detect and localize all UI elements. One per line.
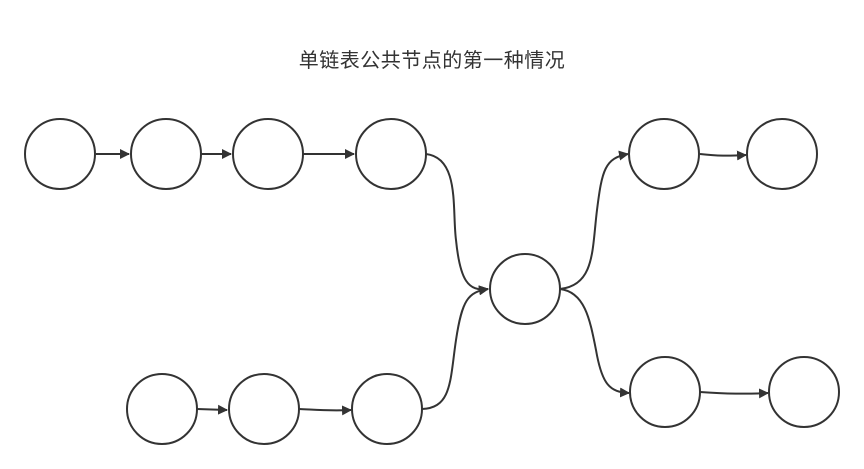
node-list2-node3 xyxy=(351,373,423,445)
node-list1-node1 xyxy=(24,118,96,190)
edge-upper-branch-node1-to-upper-branch-node2 xyxy=(699,150,747,161)
edge-common-node-to-upper-branch-node1 xyxy=(559,150,629,290)
node-lower-branch-node2 xyxy=(768,356,840,428)
diagram-title: 单链表公共节点的第一种情况 xyxy=(298,48,566,72)
edge-list2-node3-to-common-node xyxy=(421,285,489,410)
node-list1-node4 xyxy=(355,118,427,190)
edges-layer xyxy=(96,149,769,416)
node-list2-node1 xyxy=(126,373,198,445)
edge-common-node-to-lower-branch-node1 xyxy=(559,288,630,398)
edge-list1-node4-to-common-node xyxy=(425,153,489,296)
node-upper-branch-node2 xyxy=(746,118,818,190)
node-upper-branch-node1 xyxy=(628,118,700,190)
edge-lower-branch-node1-to-lower-branch-node2 xyxy=(699,388,769,399)
node-list1-node2 xyxy=(130,118,202,190)
node-list2-node2 xyxy=(228,373,300,445)
node-list1-node3 xyxy=(232,118,304,190)
nodes-layer xyxy=(24,118,840,445)
node-lower-branch-node1 xyxy=(629,356,701,428)
edge-list2-node2-to-list2-node3 xyxy=(298,405,352,416)
edge-list2-node1-to-list2-node2 xyxy=(196,404,228,415)
node-common-node xyxy=(489,253,561,325)
